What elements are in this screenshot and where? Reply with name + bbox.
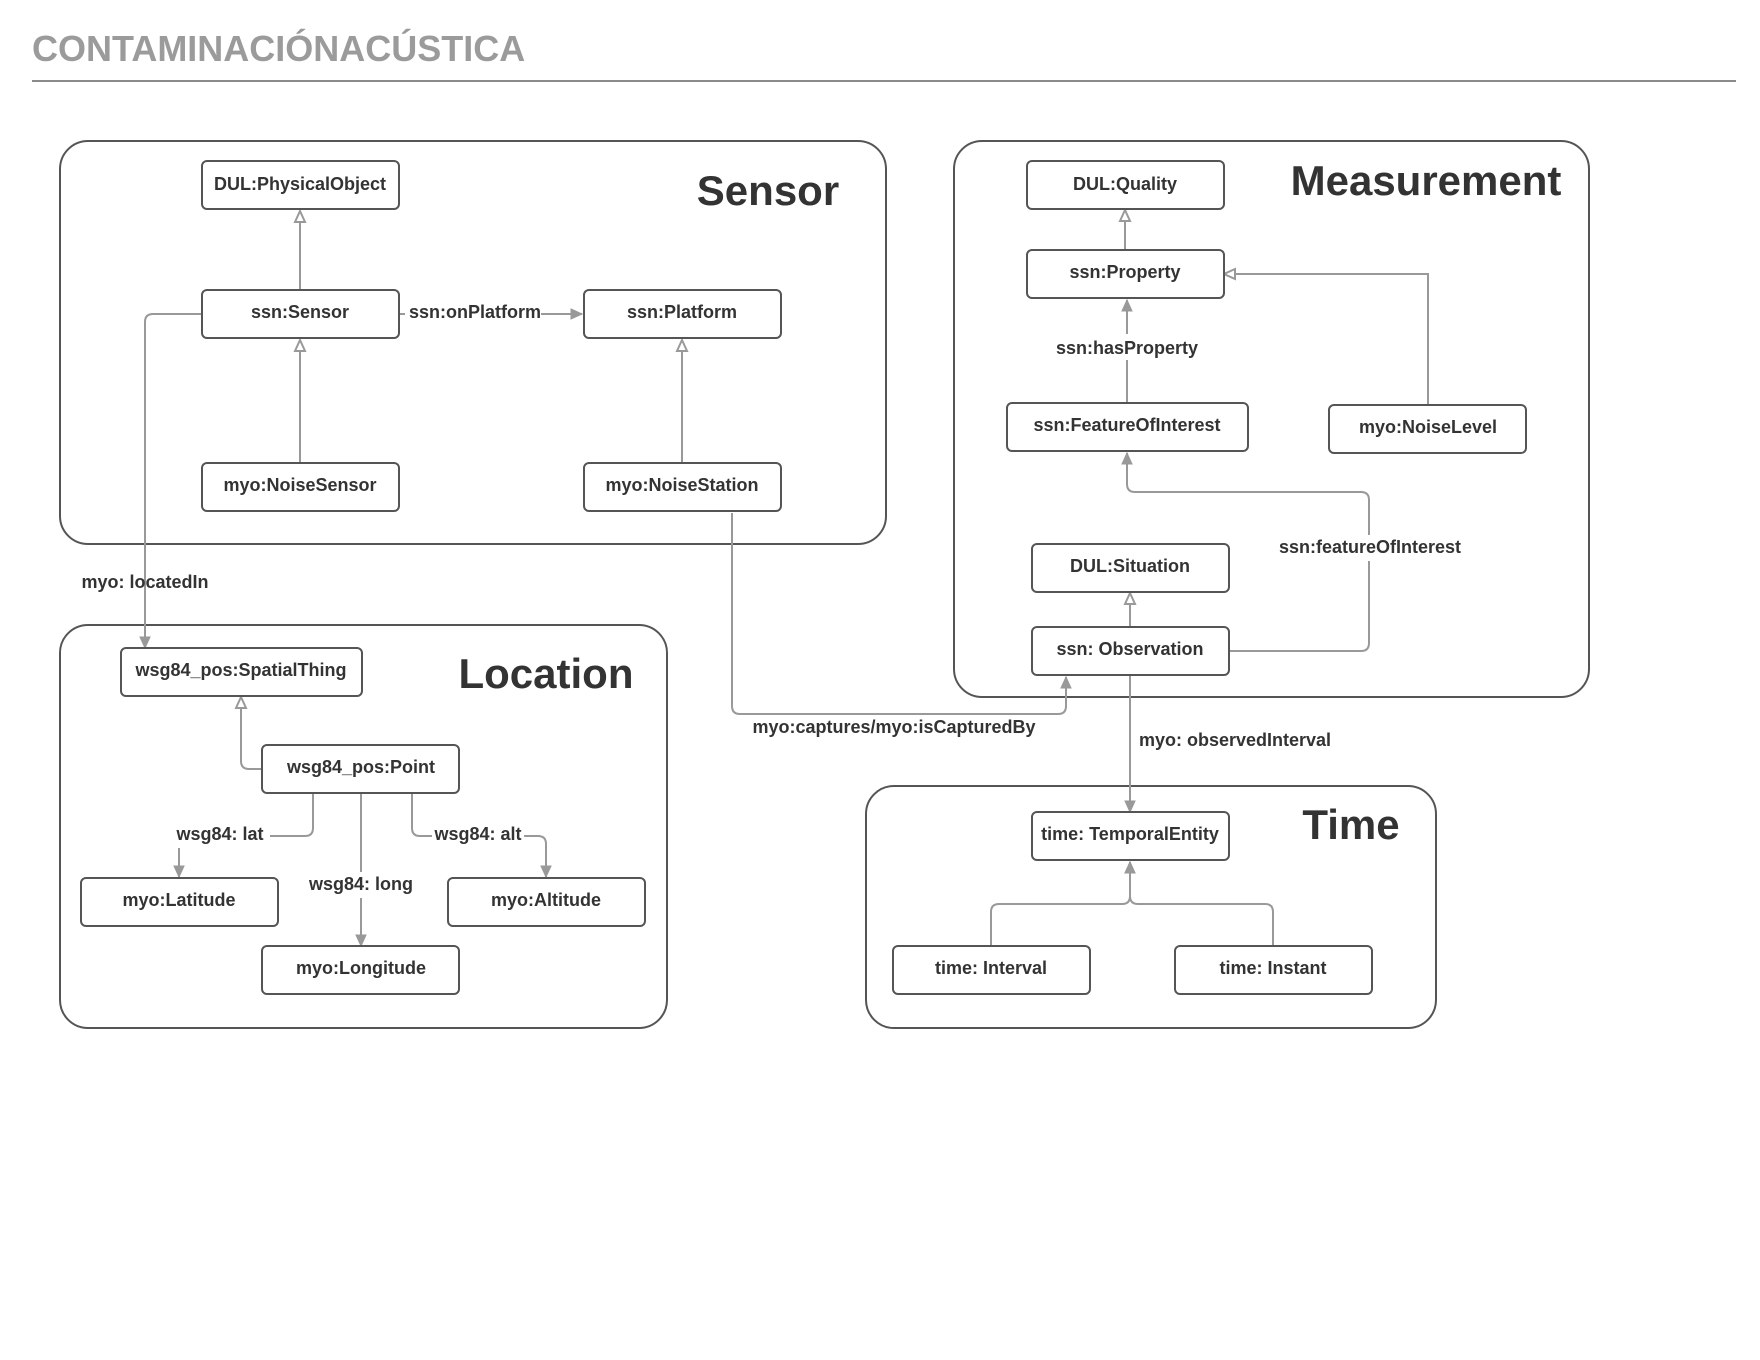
node-ssn-observation-label: ssn: Observation xyxy=(1056,639,1203,659)
sensor-group xyxy=(59,140,887,545)
location-group-title: Location xyxy=(459,650,634,697)
node-dul-quality[interactable] xyxy=(1026,160,1225,210)
edge-label-lat: wsg84: lat xyxy=(175,824,263,844)
node-dul-situation[interactable] xyxy=(1031,543,1230,593)
node-myo-noisesensor-label: myo:NoiseSensor xyxy=(223,475,376,495)
sensor-group-title: Sensor xyxy=(697,167,839,214)
node-ssn-sensor[interactable] xyxy=(201,289,400,339)
node-ssn-platform-label: ssn:Platform xyxy=(627,302,737,322)
edge-sensor-locatedin xyxy=(139,313,201,650)
node-myo-noiselevel-label: myo:NoiseLevel xyxy=(1359,417,1497,437)
node-myo-latitude-label: myo:Latitude xyxy=(122,890,235,910)
node-ssn-featureofinterest[interactable] xyxy=(1006,402,1249,452)
edge-label-onplatform: ssn:onPlatform xyxy=(409,302,541,322)
time-group-title: Time xyxy=(1302,801,1399,848)
node-wsg84-spatialthing[interactable] xyxy=(120,647,363,697)
node-myo-altitude-label: myo:Altitude xyxy=(491,890,601,910)
edge-label-observed-interval: myo: observedInterval xyxy=(1139,730,1331,750)
edge-label-hasproperty: ssn:hasProperty xyxy=(1056,338,1198,358)
node-wsg84-point-label: wsg84_pos:Point xyxy=(286,757,435,777)
node-ssn-property[interactable] xyxy=(1026,249,1225,299)
node-myo-noisestation-label: myo:NoiseStation xyxy=(605,475,758,495)
edge-instant-subclass-temporalentity xyxy=(1124,860,1274,946)
node-wsg84-spatialthing-label: wsg84_pos:SpatialThing xyxy=(134,660,346,680)
node-dul-situation-label: DUL:Situation xyxy=(1070,556,1190,576)
node-dul-physicalobject[interactable] xyxy=(201,160,400,210)
node-myo-altitude[interactable] xyxy=(447,877,646,927)
node-wsg84-point[interactable] xyxy=(261,744,460,794)
node-ssn-platform[interactable] xyxy=(583,289,782,339)
edge-label-locatedin: myo: locatedIn xyxy=(81,572,208,592)
node-myo-latitude[interactable] xyxy=(80,877,279,927)
node-myo-noiselevel[interactable] xyxy=(1328,404,1527,454)
edge-observation-featureofinterest xyxy=(1121,451,1370,652)
node-time-temporalentity-label: time: TemporalEntity xyxy=(1041,824,1219,844)
node-time-instant-label: time: Instant xyxy=(1219,958,1326,978)
measurement-group-title: Measurement xyxy=(1291,157,1562,204)
title-divider xyxy=(32,80,1736,82)
edge-point-subclass-spatialthing xyxy=(241,697,261,770)
edge-label-captures: myo:captures/myo:isCapturedBy xyxy=(752,717,1035,737)
node-myo-noisesensor[interactable] xyxy=(201,462,400,512)
edge-label-alt: wsg84: alt xyxy=(433,824,521,844)
location-group xyxy=(59,624,668,1029)
page-title: CONTAMINACIÓNACÚSTICA xyxy=(32,28,526,69)
edge-captures xyxy=(731,513,1072,715)
node-time-interval[interactable] xyxy=(892,945,1091,995)
node-ssn-observation[interactable] xyxy=(1031,626,1230,676)
node-time-temporalentity[interactable] xyxy=(1031,811,1230,861)
node-dul-physicalobject-label: DUL:PhysicalObject xyxy=(214,174,386,194)
node-myo-longitude-label: myo:Longitude xyxy=(296,958,426,978)
node-time-interval-label: time: Interval xyxy=(935,958,1047,978)
node-ssn-sensor-label: ssn:Sensor xyxy=(251,302,349,322)
edge-label-long: wsg84: long xyxy=(308,874,413,894)
node-ssn-featureofinterest-label: ssn:FeatureOfInterest xyxy=(1033,415,1220,435)
node-dul-quality-label: DUL:Quality xyxy=(1073,174,1177,194)
node-myo-longitude[interactable] xyxy=(261,945,460,995)
edge-noiselevel-subclass-property xyxy=(1224,274,1429,405)
edge-label-featureofinterest: ssn:featureOfInterest xyxy=(1279,537,1461,557)
node-time-instant[interactable] xyxy=(1174,945,1373,995)
node-ssn-property-label: ssn:Property xyxy=(1069,262,1180,282)
node-myo-noisestation[interactable] xyxy=(583,462,782,512)
